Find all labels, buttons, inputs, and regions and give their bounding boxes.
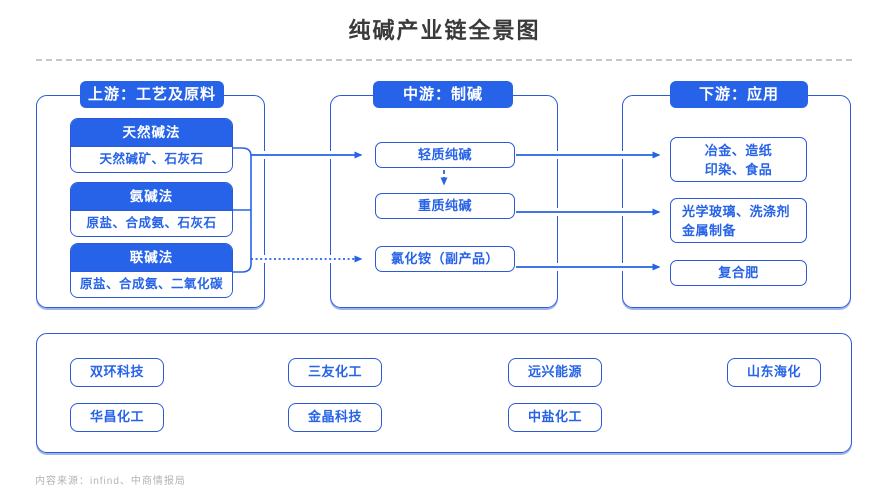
companies-panel	[36, 333, 852, 453]
method-materials: 原盐、合成氨、二氧化碳	[71, 271, 232, 296]
app-line: 印染、食品	[704, 162, 773, 177]
method-header: 联碱法	[71, 244, 232, 271]
company-box-haihua: 山东海化	[727, 358, 821, 387]
company-box-huachang: 华昌化工	[70, 403, 164, 432]
method-materials: 天然碱矿、石灰石	[71, 146, 232, 171]
app-line: 金属制备	[682, 223, 737, 238]
app-line: 光学玻璃、洗涤剂	[682, 204, 791, 219]
company-box-yuanxing: 远兴能源	[508, 358, 602, 387]
app-box-compound-fertilizer: 复合肥	[670, 260, 807, 286]
downstream-header-pill: 下游：应用	[670, 81, 808, 108]
app-box-metallurgy-paper: 冶金、造纸 印染、食品	[670, 137, 807, 182]
app-line: 冶金、造纸	[704, 143, 773, 158]
company-box-zhongyan: 中盐化工	[508, 403, 602, 432]
footer-source: 内容来源：infind、中商情报局	[35, 476, 186, 487]
product-box-light-soda-ash: 轻质纯碱	[375, 142, 515, 168]
company-box-sanyou: 三友化工	[288, 358, 382, 387]
method-group-natural-alkali: 天然碱法 天然碱矿、石灰石	[70, 118, 233, 173]
method-header: 氨碱法	[71, 183, 232, 210]
upstream-header-pill: 上游：工艺及原料	[80, 81, 224, 108]
method-group-combined-alkali: 联碱法 原盐、合成氨、二氧化碳	[70, 243, 233, 298]
app-box-glass-detergent-metal: 光学玻璃、洗涤剂 金属制备	[670, 198, 807, 243]
page-title: 纯碱产业链全景图	[348, 18, 541, 43]
product-box-dense-soda-ash: 重质纯碱	[375, 193, 515, 219]
method-group-ammonia-alkali: 氨碱法 原盐、合成氨、石灰石	[70, 182, 233, 237]
company-box-jinjing: 金晶科技	[288, 403, 382, 432]
method-materials: 原盐、合成氨、石灰石	[71, 210, 232, 235]
product-box-ammonium-chloride: 氯化铵（副产品）	[375, 246, 515, 272]
midstream-header-pill: 中游：制碱	[373, 81, 513, 108]
method-header: 天然碱法	[71, 119, 232, 146]
dashed-separator-line	[36, 59, 852, 61]
company-box-shuanghuan: 双环科技	[70, 358, 164, 387]
